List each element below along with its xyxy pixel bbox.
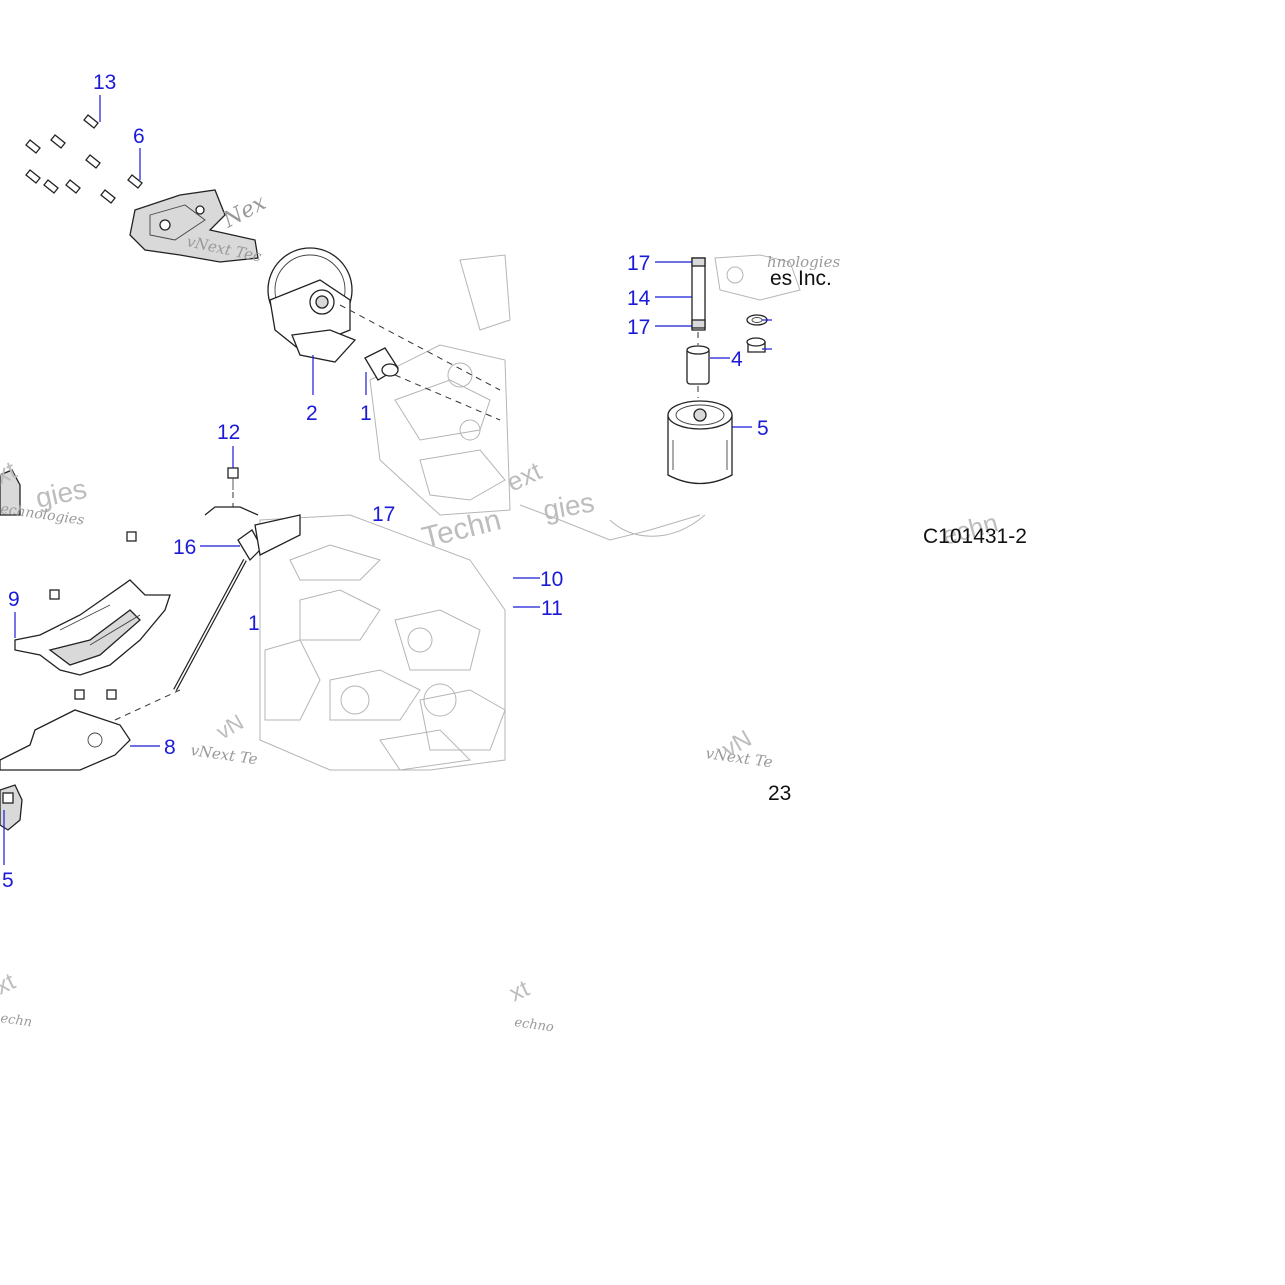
oil-pump-fitting bbox=[364, 347, 399, 381]
watermark-vn-left: vN bbox=[212, 709, 248, 744]
fragment-upper-left-part bbox=[0, 469, 259, 516]
watermark-xt-bottom-mid: xt bbox=[505, 975, 534, 1008]
drain-plug-and-washer bbox=[746, 314, 768, 353]
filter-housing-outline bbox=[714, 254, 801, 301]
oil-filter-adapter bbox=[686, 345, 710, 385]
watermark-nologies: hnologies bbox=[767, 253, 840, 271]
publisher-name-fragment: es Inc. bbox=[770, 267, 832, 290]
pump-dashed-guide-2 bbox=[394, 374, 501, 421]
callout-10: 10 bbox=[540, 568, 563, 591]
callout-1-block: 1 bbox=[248, 612, 260, 635]
engine-upper-outline bbox=[369, 254, 706, 541]
callout-17-lower: 17 bbox=[627, 316, 650, 339]
callout-13: 13 bbox=[93, 71, 116, 94]
bolt-12 bbox=[227, 467, 239, 490]
pan-dashed-guide bbox=[114, 689, 181, 721]
callout-6: 6 bbox=[133, 125, 145, 148]
watermark-gies-mid: gies bbox=[541, 486, 597, 525]
fragment-lower-left-filter bbox=[0, 784, 23, 831]
callout-8: 8 bbox=[164, 736, 176, 759]
watermark-techn: Techn bbox=[419, 503, 505, 554]
callout-labels: 13 6 2 1 12 17 14 17 4 5 17 16 9 1 10 11… bbox=[2, 71, 769, 892]
callout-11: 11 bbox=[541, 597, 563, 620]
oil-pump-gear-housing bbox=[267, 247, 357, 363]
callout-14: 14 bbox=[627, 287, 651, 310]
oil-baffle-plate bbox=[14, 579, 171, 676]
oil-pump-cover bbox=[129, 189, 259, 263]
callout-5-filter: 5 bbox=[757, 417, 769, 440]
callout-2: 2 bbox=[306, 402, 318, 425]
engine-block-outline bbox=[259, 514, 506, 771]
pump-dashed-guide bbox=[339, 304, 501, 391]
dipstick bbox=[173, 514, 301, 691]
callout-9: 9 bbox=[8, 588, 20, 611]
oil-filter-cartridge bbox=[667, 400, 733, 485]
oil-filter-tube bbox=[691, 257, 706, 331]
callout-17-top: 17 bbox=[627, 252, 650, 275]
callout-4: 4 bbox=[731, 348, 743, 371]
watermark-vnext-te-left: vNext Te bbox=[189, 741, 258, 768]
watermark-echn-bottom-left: echn bbox=[0, 1011, 33, 1030]
callout-5-lower: 5 bbox=[2, 869, 14, 892]
crop-mask-right bbox=[1031, 515, 1285, 555]
watermark-nex: Nex bbox=[218, 190, 271, 234]
callout-17-partial: 17 bbox=[372, 503, 395, 526]
callout-12: 12 bbox=[217, 421, 240, 444]
baffle-bolts bbox=[49, 531, 137, 700]
watermark-xt-bottom-left: xt bbox=[0, 968, 20, 1001]
figure-code: C101431-2 bbox=[923, 525, 1027, 548]
oil-pan-plate bbox=[0, 709, 131, 771]
page-number-fragment: 23 bbox=[768, 782, 791, 805]
callout-16: 16 bbox=[173, 536, 196, 559]
pump-cover-bolts bbox=[25, 114, 143, 204]
watermark-echno-bottom-mid: echno bbox=[513, 1015, 554, 1035]
leader-lines bbox=[3, 95, 772, 865]
callout-1-pump: 1 bbox=[360, 402, 372, 425]
